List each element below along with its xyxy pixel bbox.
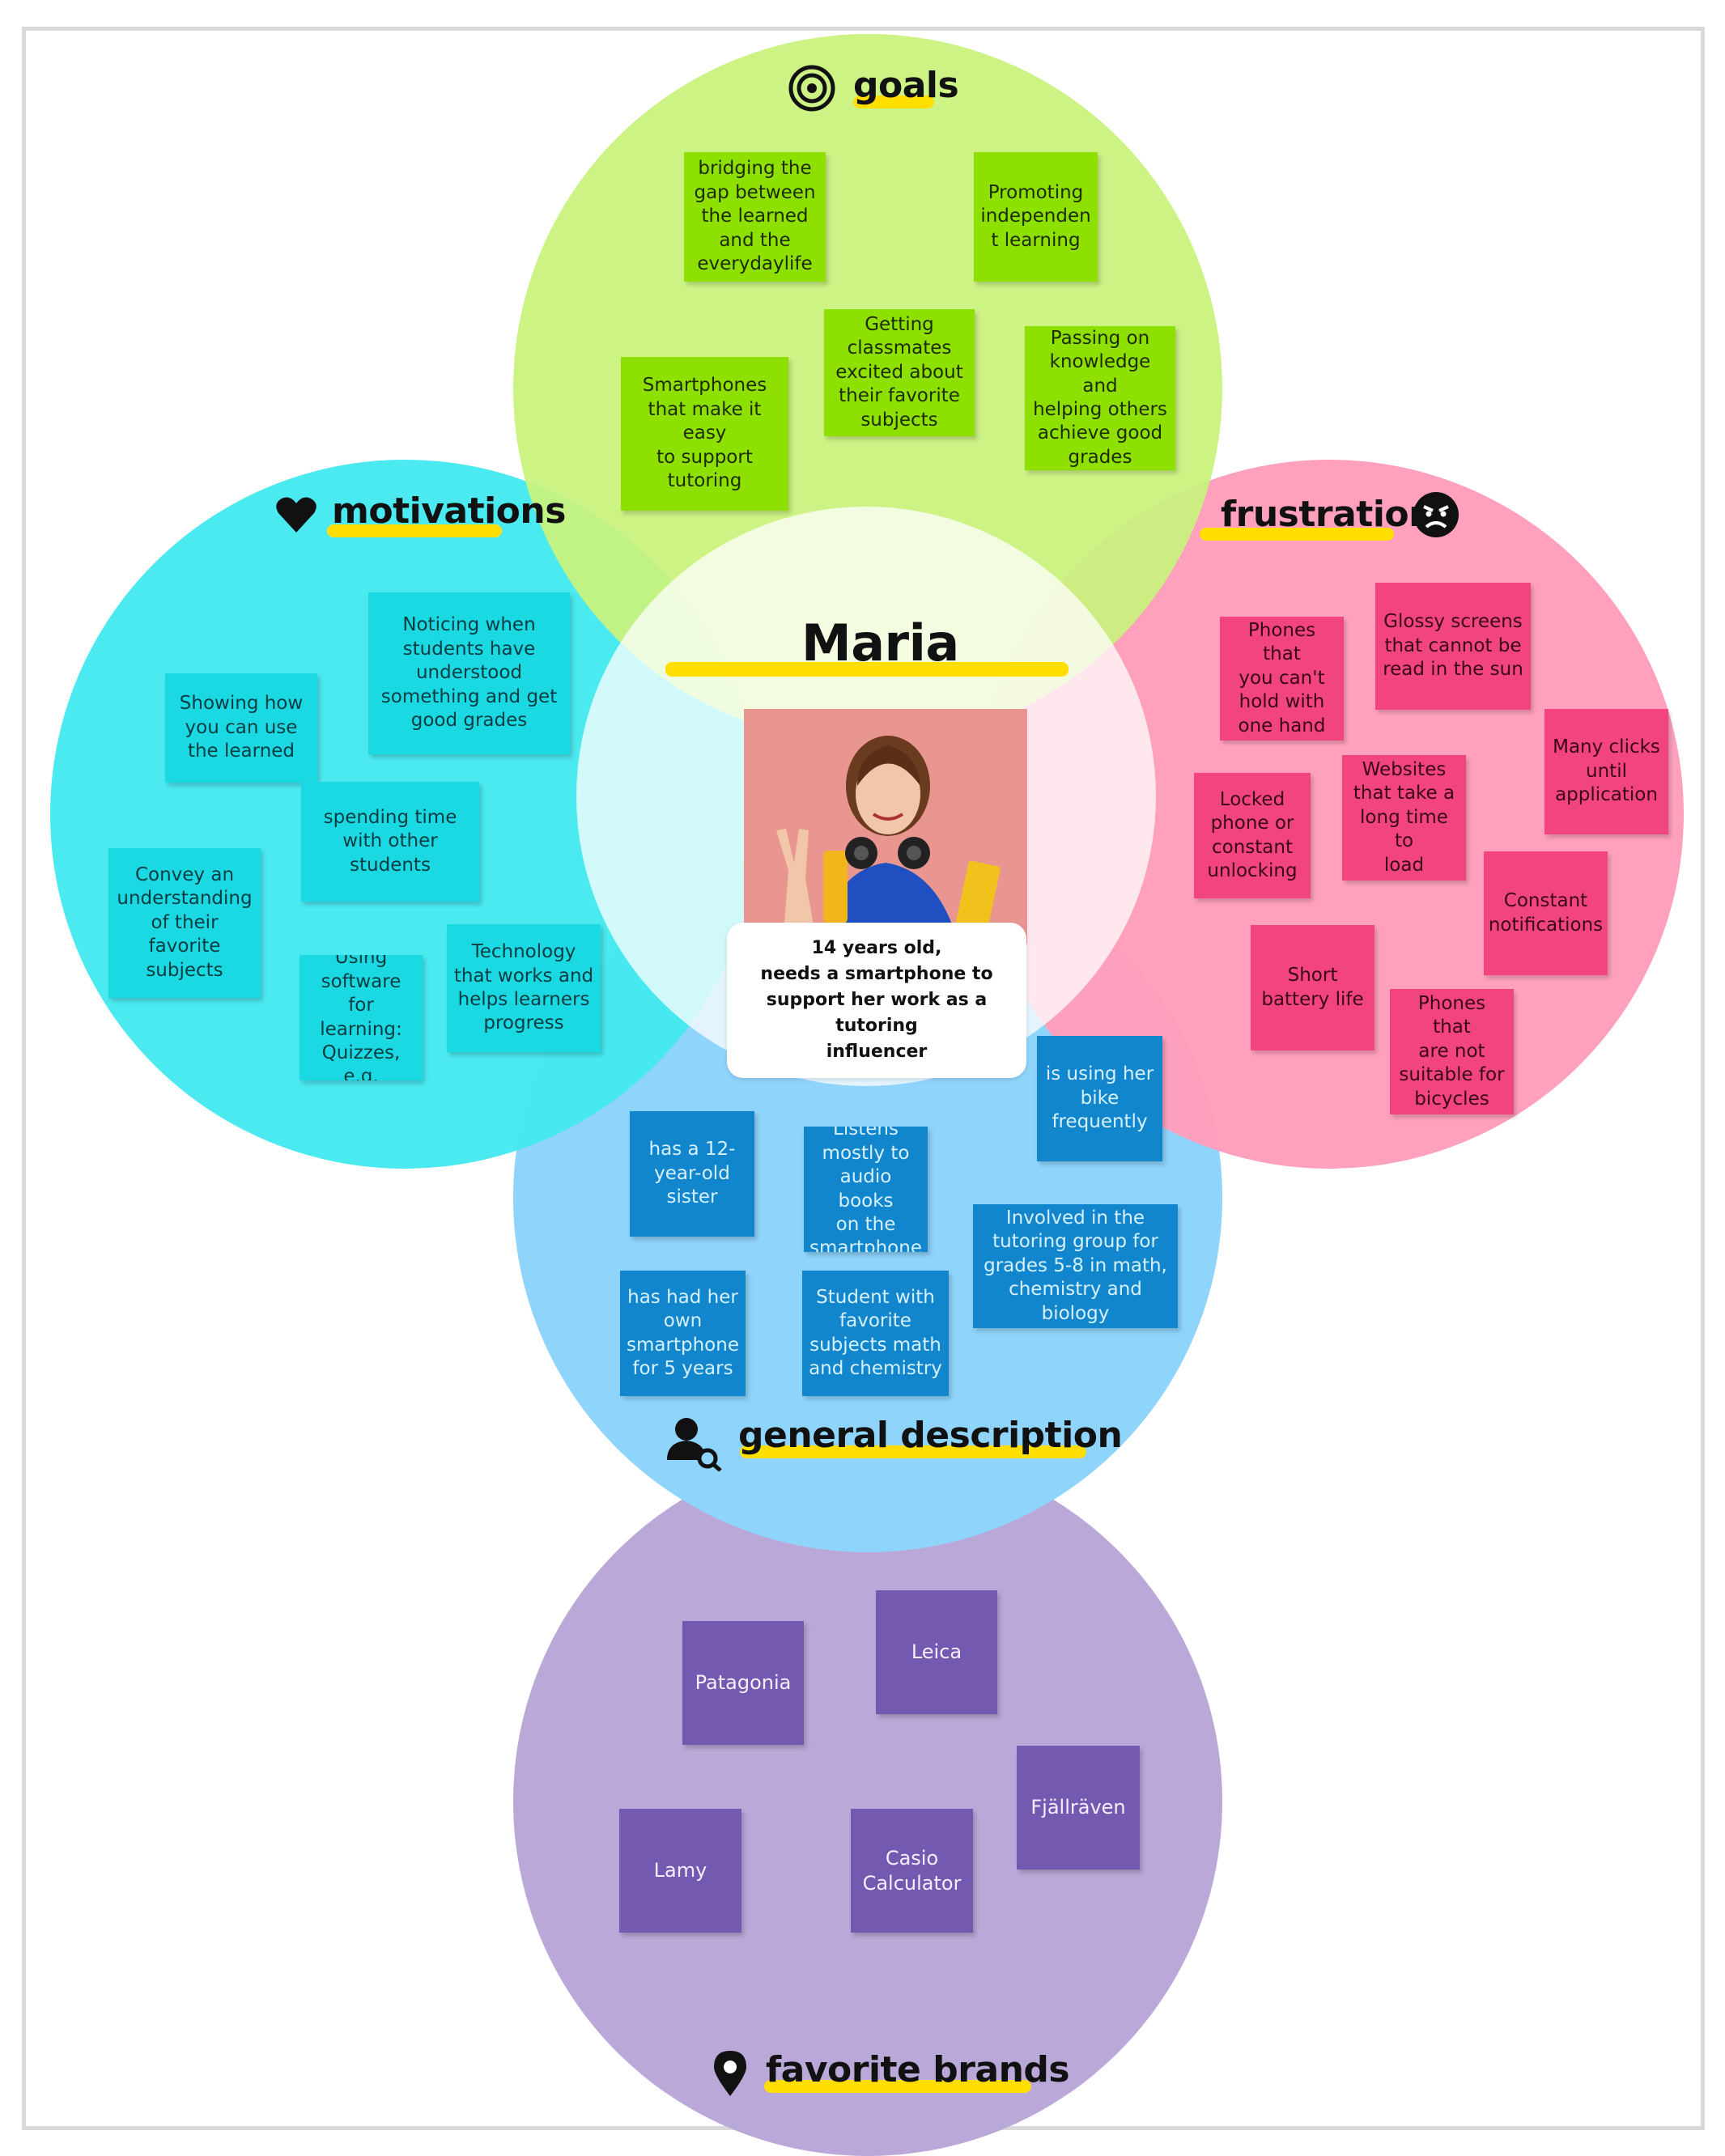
map-pin-icon	[714, 2051, 746, 2096]
goal-note: Promoting independen t learning	[974, 152, 1098, 282]
brand-note: Lamy	[619, 1809, 741, 1933]
general-note: Student with favorite subjects math and …	[802, 1271, 949, 1396]
motivation-note: Showing how you can use the learned	[165, 673, 317, 783]
goal-note: Passing on knowledge and helping others …	[1025, 326, 1175, 470]
motivation-note: Technology that works and helps learners…	[447, 924, 601, 1052]
persona-name: Maria	[801, 613, 959, 673]
motivation-note: Convey an understanding of their favorit…	[108, 848, 261, 998]
frustration-note: Many clicks until application	[1544, 709, 1668, 834]
persona-photo	[744, 709, 1027, 944]
goal-note: Smartphones that make it easy to support…	[621, 357, 788, 511]
frustrations-highlight	[1200, 528, 1394, 541]
goal-note: Getting classmates excited about their f…	[824, 309, 975, 436]
target-icon	[788, 65, 835, 112]
goals-heading: goals	[853, 65, 959, 106]
goal-note: bridging the gap between the learned and…	[684, 152, 826, 282]
frustration-note: Websites that take a long time to load	[1342, 755, 1466, 881]
heart-icon	[276, 497, 317, 533]
general-note: Involved in the tutoring group for grade…	[973, 1204, 1178, 1328]
person-photo-icon	[744, 709, 1027, 944]
frustration-note: Phones that are not suitable for bicycle…	[1390, 989, 1514, 1114]
brand-note: Leica	[876, 1590, 997, 1714]
general-note: Listens mostly to audio books on the sma…	[804, 1127, 928, 1252]
frustration-note: Glossy screens that cannot be read in th…	[1375, 583, 1531, 710]
general-note: has had her own smartphone for 5 years	[620, 1271, 746, 1396]
frustration-note: Locked phone or constant unlocking	[1194, 773, 1311, 898]
motivation-note: Using software for learning: Quizzes, e.…	[300, 955, 423, 1080]
motivation-note: spending time with other students	[301, 782, 479, 902]
goals-highlight	[853, 95, 934, 108]
name-highlight	[665, 662, 1069, 677]
person-search-icon	[667, 1418, 722, 1471]
frustration-note: Constant notifications	[1484, 851, 1608, 975]
general-note: has a 12- year-old sister	[630, 1111, 754, 1237]
brand-note: Patagonia	[682, 1621, 804, 1745]
motivations-highlight	[327, 524, 502, 537]
angry-face-icon	[1413, 492, 1459, 537]
general-note: is using her bike frequently	[1037, 1036, 1162, 1161]
motivations-heading: motivations	[332, 490, 566, 532]
persona-caption: 14 years old, needs a smartphone to supp…	[727, 923, 1026, 1078]
frustration-note: Short battery life	[1251, 925, 1374, 1050]
general-highlight	[740, 1445, 1086, 1458]
frustration-note: Phones that you can't hold with one hand	[1220, 617, 1344, 741]
brands-heading: favorite brands	[766, 2049, 1070, 2090]
motivation-note: Noticing when students have understood s…	[368, 592, 570, 754]
brand-note: Casio Calculator	[851, 1809, 973, 1933]
general-heading: general description	[738, 1415, 1123, 1456]
brands-highlight	[764, 2080, 1031, 2093]
brand-note: Fjällräven	[1017, 1746, 1140, 1870]
